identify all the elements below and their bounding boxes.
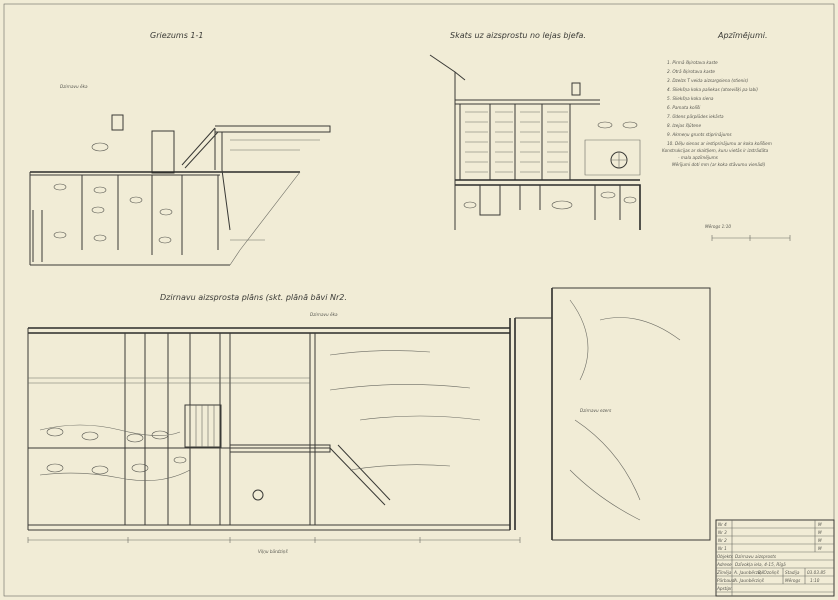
legend-item: 4. Sliekšņa koka paliekas (atsevišķi pa … [667, 87, 758, 92]
checked-value: B. Ozoliņš [758, 570, 780, 575]
date-value: 03.03.85 [807, 570, 826, 575]
legend-item: 3. Dzelzs T veida aizsargsiena (stienis) [667, 78, 749, 83]
legend-item: Konstrukcijas ar skaitļiem, kuru vietās … [662, 148, 769, 153]
view-title: Skats uz aizsprostu no lejas bjefa. [450, 31, 586, 40]
revision-number: Nr 1 [718, 546, 727, 551]
title-block: Nr 4 M Nr 3 M Nr 2 M Nr 1 M Objekts Dzir… [715, 519, 835, 597]
dimension-line [27, 537, 521, 543]
plan-gate [184, 404, 222, 448]
legend-item: Mērījumi doti mm (ar koka stāvumu vienād… [672, 162, 766, 167]
object-value: Dzirnavu aizsprosts [735, 554, 777, 559]
plan-title: Dzirnavu aizsprosta plāns (skt. plānā bā… [160, 293, 347, 302]
legend-title: Apzīmējumi. [717, 31, 768, 40]
revision-value: M [818, 530, 822, 535]
scale-label: Mērogs [785, 578, 801, 583]
section-title: Griezums 1-1 [150, 31, 203, 40]
legend-item: 1. Pirmā šķirotava kaste [667, 60, 718, 65]
checker-value: A. Jaunbērziņš [733, 578, 765, 583]
legend-item: 9. Akmeņu grunts stiprinājums [667, 132, 732, 137]
legend-item: 7. Ūdens pārplūdes iekārta [667, 114, 724, 119]
stage-label: Stadija [785, 570, 800, 575]
legend-item: 5. Sliekšņa koka siena [667, 96, 714, 101]
legend-item: 2. Otrā šķirotava kaste [667, 69, 715, 74]
plan-bottom-label: Viļņu bārdziņš [258, 549, 288, 554]
approved-label: Apstipr. [716, 586, 733, 591]
scale-value: 1:10 [810, 578, 820, 583]
revision-number: Nr 4 [718, 522, 727, 527]
plan-drawing: Dzirnavu aizsprosta plāns (skt. plānā bā… [27, 287, 711, 554]
scale-bar [711, 235, 791, 241]
drawn-label: Zīmēja [716, 570, 732, 575]
revision-value: M [818, 546, 822, 551]
legend-item: 8. Izejas šļūtene [667, 123, 701, 128]
legend-item: - mala apzīmējums [678, 155, 719, 160]
legend: Apzīmējumi. 1. Pirmā šķirotava kaste 2. … [662, 31, 772, 167]
view-scale-label: Mērogs 1:10 [705, 224, 731, 229]
address-value: Dzīvokļa iela, 4-15, Rīgā [735, 562, 786, 567]
object-label: Objekts [717, 554, 734, 559]
drawn-value: A. Jaunbērziņš [733, 570, 765, 575]
revision-number: Nr 2 [718, 538, 727, 543]
downstream-view-drawing: Skats uz aizsprostu no lejas bjefa. Mēro… [429, 31, 791, 241]
sheet-border [3, 3, 835, 597]
legend-item: 10. Dēļu sienas ar iestiprinājumu ar kok… [667, 141, 772, 146]
address-label: Adrese [716, 562, 732, 567]
section-drawing: Griezums 1-1 Dzirnavu ēka [29, 31, 331, 266]
revision-value: M [818, 538, 822, 543]
legend-item: 6. Pamata kolīši [667, 105, 701, 110]
plan-pond-label: Dzirnavu ezers [580, 408, 612, 413]
checked-label: Pārbaud. [717, 578, 736, 583]
section-building-label: Dzirnavu ēka [60, 84, 88, 89]
plan-building-label: Dzirnavu ēka [310, 312, 338, 317]
revision-value: M [818, 522, 822, 527]
revision-number: Nr 3 [718, 530, 727, 535]
